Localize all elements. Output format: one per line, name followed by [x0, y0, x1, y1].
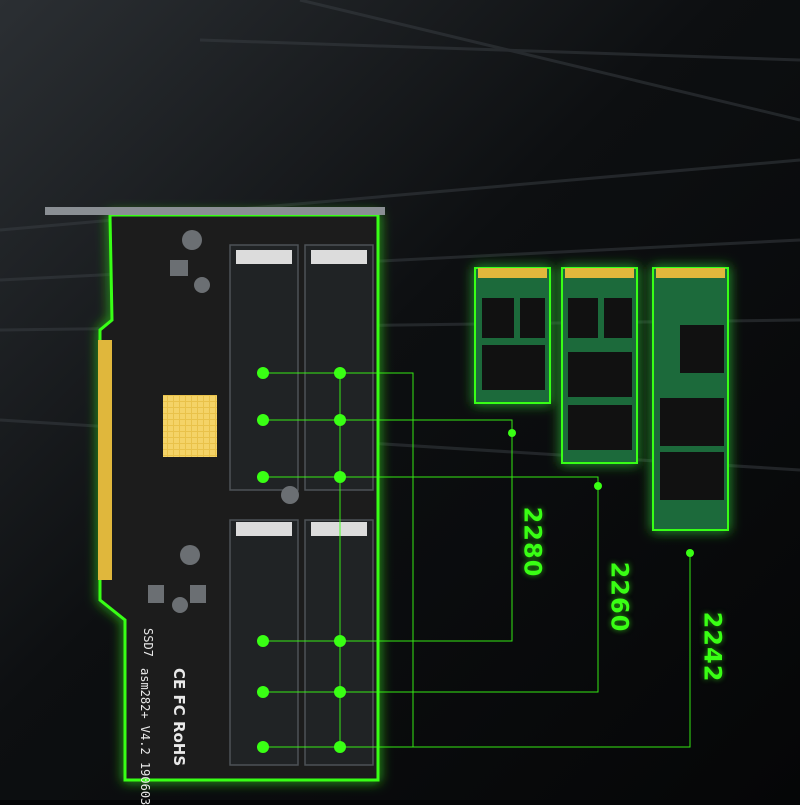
ssd-2242-connector [478, 268, 547, 278]
ssd-2260-chip-3 [568, 352, 632, 397]
length-label-2242: 2242 [698, 611, 727, 683]
mounting-points [257, 367, 694, 753]
ssd-2280-chip [680, 325, 724, 373]
length-label-2280: 2280 [518, 506, 547, 578]
ssd-2260-connector [565, 268, 634, 278]
ssd-2260-chip-2 [604, 298, 632, 338]
silkscreen-model: asm282+ V4.2 190603 [138, 668, 152, 805]
ssd-2260-chip [568, 298, 598, 338]
ssd-2242-chip-3 [482, 345, 545, 390]
ssd-2280-chip-3 [660, 452, 724, 500]
silkscreen-cert-marks: CE FC RoHS [170, 668, 188, 767]
silkscreen-ssd: SSD7 [141, 628, 155, 657]
pcie-gold-fingers [98, 340, 112, 580]
ssd-2260-chip-4 [568, 405, 632, 450]
controller-heatsink [163, 395, 217, 457]
mounting-bracket [45, 207, 385, 215]
length-label-2260: 2260 [605, 561, 634, 633]
ssd-2280-connector [656, 268, 725, 278]
smd-components [148, 230, 299, 613]
m2-connectors [236, 250, 367, 536]
ssd-2242-chip-2 [520, 298, 545, 338]
ssd-2242-chip [482, 298, 514, 338]
ssd-2280-chip-2 [660, 398, 724, 446]
